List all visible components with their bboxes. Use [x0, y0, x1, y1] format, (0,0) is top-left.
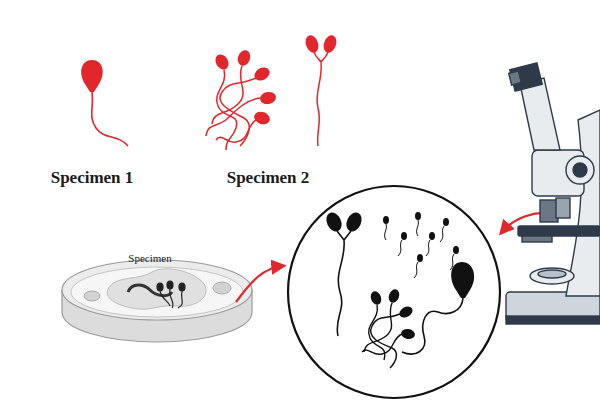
- specimen-caption: Specimen 1: [51, 168, 134, 188]
- petri-dish: [62, 260, 252, 342]
- dish-label: Specimen: [128, 252, 171, 264]
- normal-sperm: [81, 60, 128, 146]
- specimen-caption: Specimen 2: [227, 168, 310, 188]
- microscope: [506, 63, 600, 324]
- microscope-view: [288, 186, 500, 398]
- transfer-arrow: [236, 266, 282, 302]
- abnormal-sperm: [206, 33, 339, 150]
